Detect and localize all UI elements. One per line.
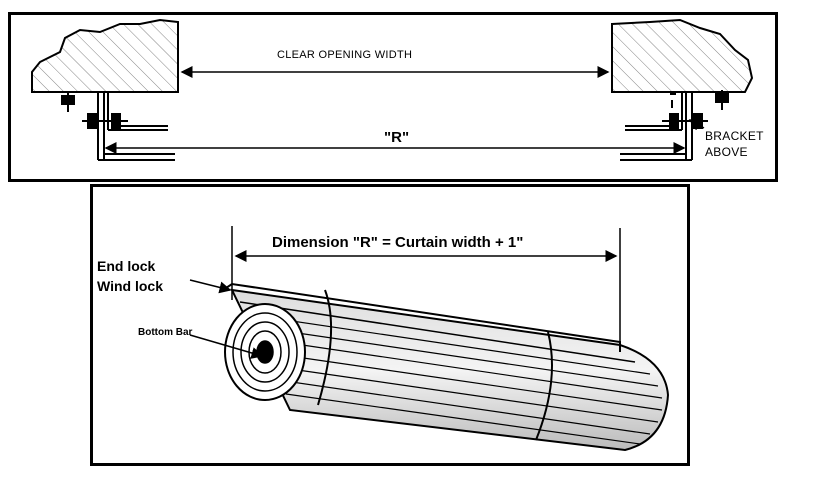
above-label: ABOVE xyxy=(705,145,748,159)
left-wall xyxy=(31,18,179,93)
wind-lock-label: Wind lock xyxy=(97,278,163,294)
roll-end xyxy=(224,303,306,401)
end-lock-label: End lock xyxy=(97,258,156,274)
left-bracket xyxy=(61,92,175,161)
clear-opening-width-label: CLEAR OPENING WIDTH xyxy=(277,49,413,61)
bottom-bar-label: Bottom Bar xyxy=(138,327,193,338)
bottom-bar-leader xyxy=(189,334,264,359)
right-wall xyxy=(611,18,754,93)
bracket-leader xyxy=(688,119,705,131)
dimension-r-label: Dimension "R" = Curtain width + 1" xyxy=(272,234,524,251)
bottom-diagram-panel xyxy=(90,184,690,466)
bracket-label: BRACKET xyxy=(705,129,764,143)
right-bracket xyxy=(620,90,729,161)
wind-lock-leader xyxy=(189,279,232,294)
r-label: "R" xyxy=(384,129,410,146)
